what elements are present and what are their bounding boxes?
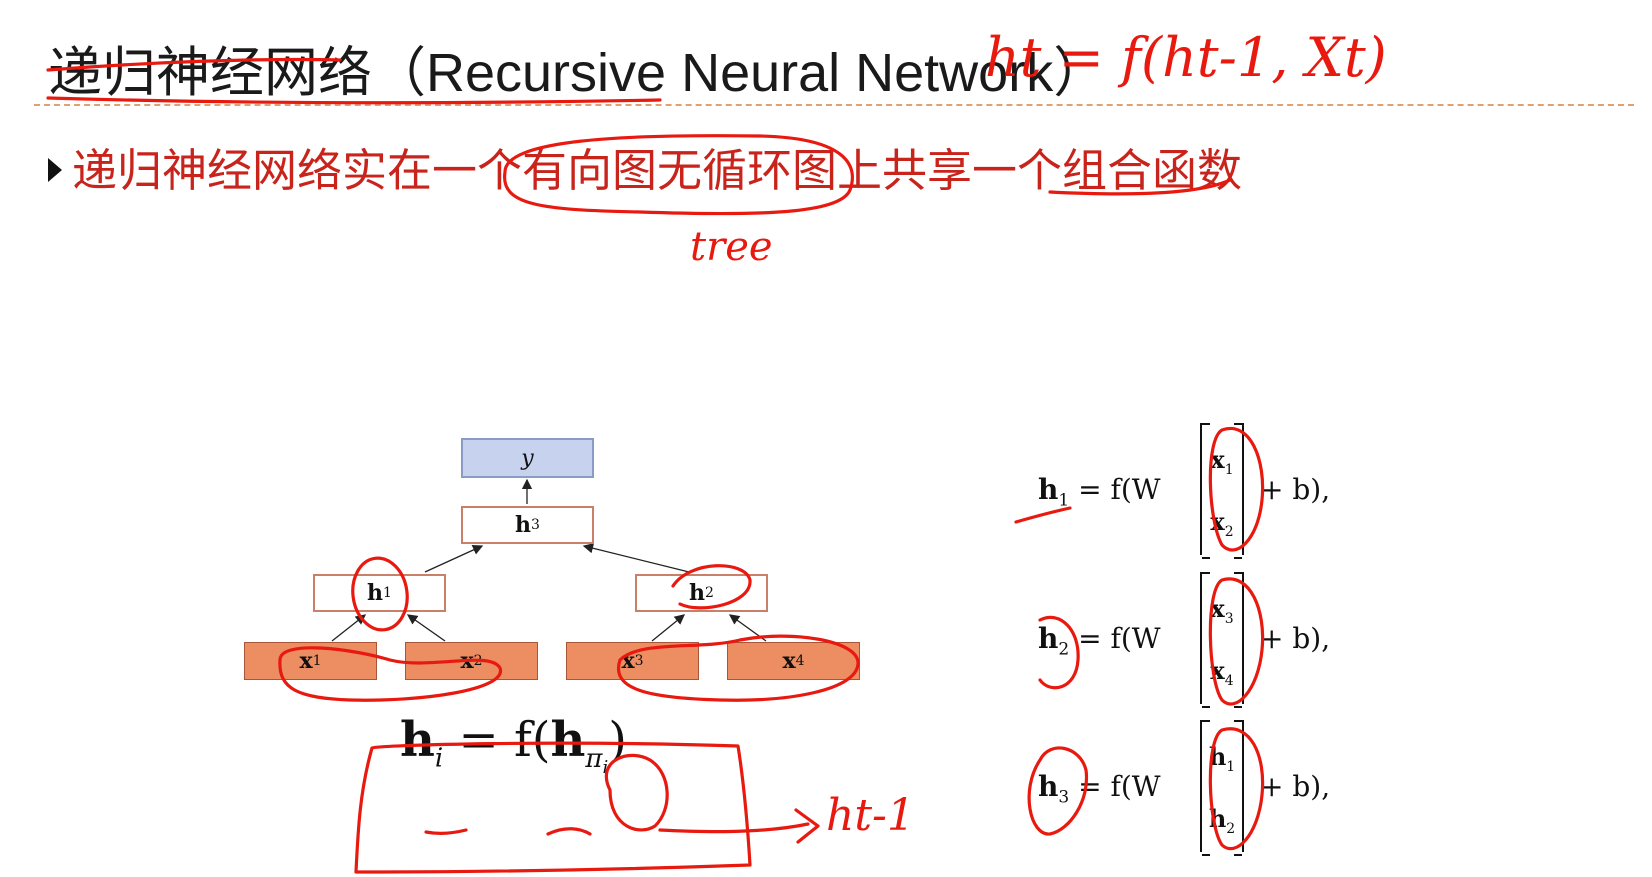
equation-h1-vector: x1 x2: [1200, 423, 1244, 559]
equation-h3-lhs: h3 = f(W: [1038, 770, 1161, 808]
edge-x3-h2: [651, 614, 686, 642]
edge-x4-h2: [728, 614, 767, 642]
equation-h1-lhs: h1 = f(W: [1038, 473, 1161, 511]
tree-node-y: y: [461, 438, 594, 478]
edge-x2-h1: [406, 614, 446, 642]
equation-h3-rhs: + b),: [1260, 770, 1331, 803]
edge-h1-h3: [424, 545, 484, 573]
triangle-bullet-icon: [48, 158, 62, 182]
equation-h2-lhs: h2 = f(W: [1038, 622, 1161, 660]
equation-h3-vector: h1 h2: [1200, 720, 1244, 856]
general-equation: hi = f(hπi): [400, 712, 627, 778]
annotation-title-formula: ht = f(ht-1, Xt): [985, 26, 1387, 89]
annotation-ht-1: ht-1: [826, 790, 915, 841]
title-divider: [34, 104, 1634, 106]
equation-h2-vector: x3 x4: [1200, 572, 1244, 708]
equation-h2-rhs: + b),: [1260, 622, 1331, 655]
equation-h1-rhs: + b),: [1260, 473, 1331, 506]
edge-h2-h3: [582, 543, 690, 573]
edge-x1-h1: [331, 614, 367, 642]
slide-title: 递归神经网络（Recursive Neural Network）: [48, 43, 1108, 103]
annotation-tree: tree: [690, 224, 773, 270]
